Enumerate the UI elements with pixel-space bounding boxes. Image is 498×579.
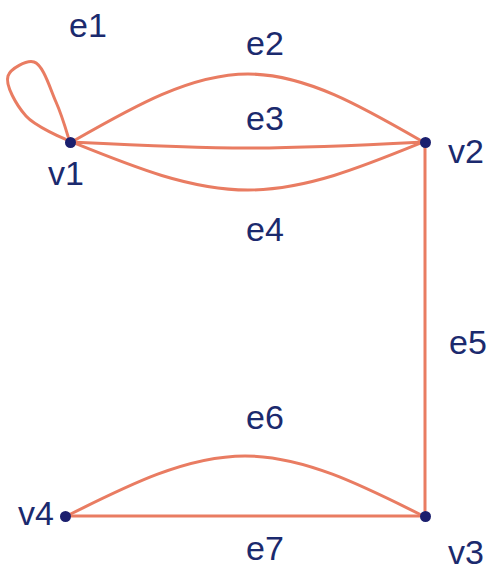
edge-label: e2 bbox=[244, 25, 286, 62]
graph-edge bbox=[71, 515, 420, 518]
graph-vertex: v2 bbox=[420, 137, 431, 148]
graph-edge bbox=[75, 142, 419, 148]
edge-label: e1 bbox=[67, 7, 109, 44]
vertex-label: v2 bbox=[446, 133, 486, 170]
graph-vertex: v1 bbox=[65, 137, 76, 148]
graph-edge bbox=[424, 148, 427, 511]
vertex-label: v4 bbox=[16, 495, 56, 532]
graph-vertex: v4 bbox=[60, 511, 71, 522]
edge-label: e4 bbox=[244, 211, 286, 248]
edge-label: e3 bbox=[244, 100, 286, 137]
graph-edge bbox=[7, 62, 68, 140]
vertex-label: v1 bbox=[46, 155, 86, 192]
graph-vertex: v3 bbox=[420, 511, 431, 522]
edge-label: e5 bbox=[447, 324, 489, 361]
graph-edge bbox=[70, 456, 420, 514]
edge-label: e7 bbox=[244, 530, 286, 567]
vertex-label: v3 bbox=[446, 534, 486, 571]
graph-edge bbox=[75, 143, 419, 190]
graph-edge bbox=[75, 74, 420, 140]
edge-label: e6 bbox=[244, 399, 286, 436]
